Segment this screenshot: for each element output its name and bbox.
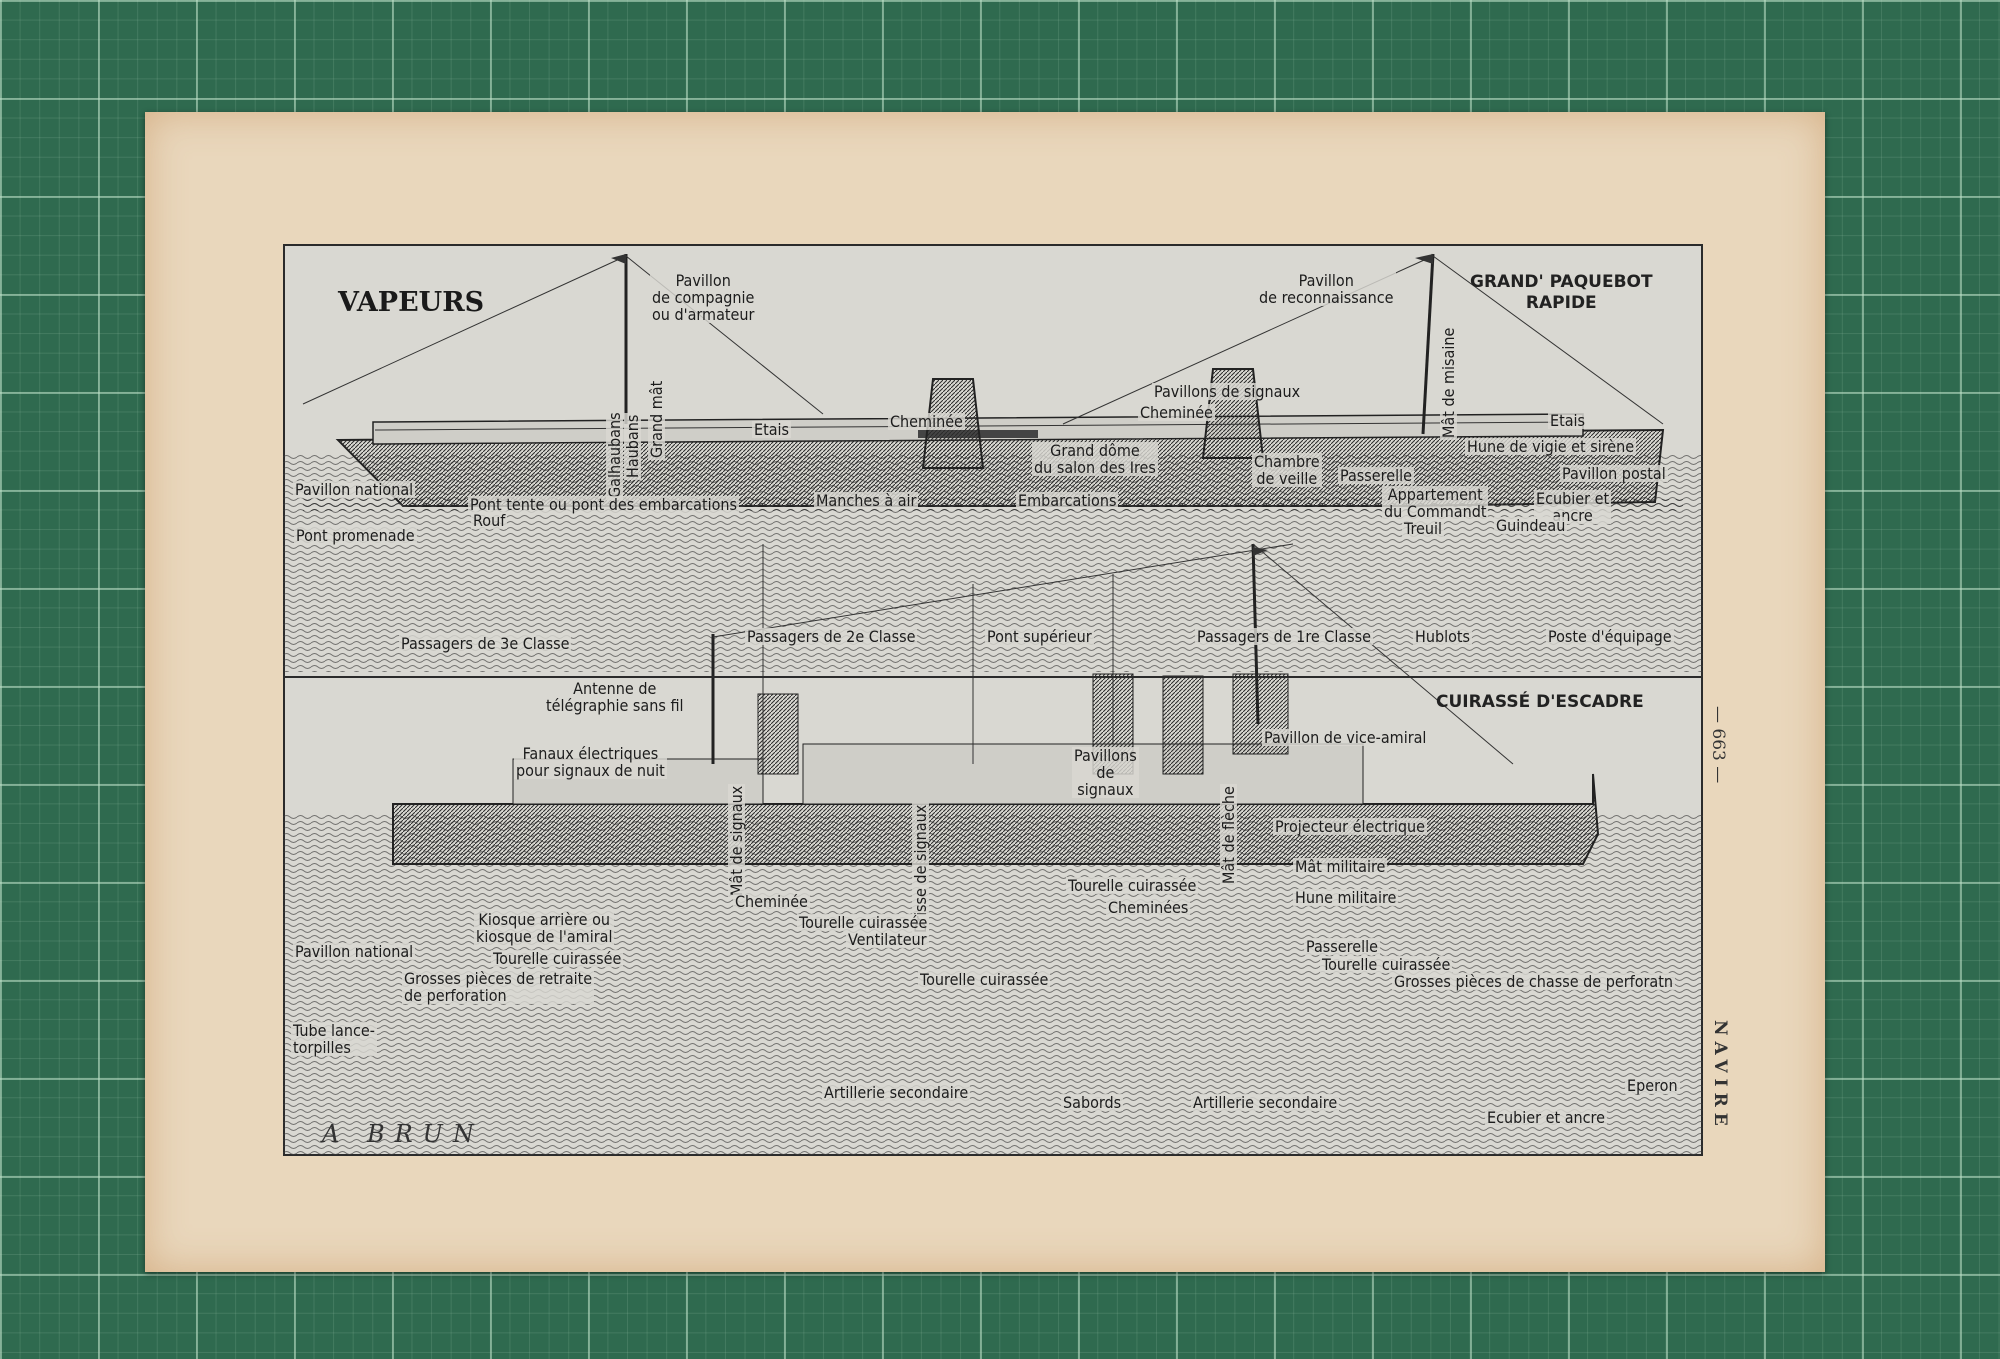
liner-ship xyxy=(283,253,1703,672)
label-tourelle-cuirassee-mid: Tourelle cuirassée xyxy=(797,913,930,932)
section-label: NAVIRE xyxy=(1710,1020,1730,1132)
label-line: Kiosque arrière ou xyxy=(478,910,611,929)
label-tourelle-cuirassee-low: Tourelle cuirassée xyxy=(918,970,1051,989)
label-cheminee-1: Cheminée xyxy=(888,412,965,431)
label-line: signaux xyxy=(1077,780,1134,799)
label-passagers-2: Passagers de 2e Classe xyxy=(745,627,918,646)
label-line: pour signaux de nuit xyxy=(516,761,665,780)
label-artillerie-1: Artillerie secondaire xyxy=(822,1083,971,1102)
label-line: Fanaux électriques xyxy=(522,744,659,763)
label-line: ou d'armateur xyxy=(652,305,755,324)
label-hune-vigie: Hune de vigie et sirène xyxy=(1465,437,1637,456)
label-line: de compagnie xyxy=(652,288,755,307)
label-pont-tente: Pont tente ou pont des embarcations xyxy=(468,495,740,514)
label-guindeau: Guindeau xyxy=(1494,516,1568,535)
label-line: Appartement xyxy=(1387,485,1483,504)
label-grosses-retraite: Grosses pièces de retraite de perforatio… xyxy=(402,969,595,1005)
label-chambre-veille: Chambre de veille xyxy=(1252,453,1322,487)
label-appartement: Appartement du Commandt xyxy=(1382,485,1489,521)
label-passagers-1: Passagers de 1re Classe xyxy=(1195,627,1374,646)
label-haubans: Haubans xyxy=(623,412,642,480)
label-line: de reconnaissance xyxy=(1259,288,1394,307)
label-line: de xyxy=(1096,763,1115,782)
label-fanaux: Fanaux électriques pour signaux de nuit xyxy=(514,745,667,779)
label-hublots: Hublots xyxy=(1413,627,1473,646)
label-grand-mat: Grand mât xyxy=(647,378,666,460)
label-line: du Commandt xyxy=(1384,502,1487,521)
label-ecubier-bs: Ecubier et ancre xyxy=(1485,1108,1607,1127)
label-manches-air: Manches à air xyxy=(814,491,919,510)
label-pont-promenade: Pont promenade xyxy=(294,526,417,545)
label-rouf: Rouf xyxy=(471,511,508,530)
label-kiosque: Kiosque arrière ou kiosque de l'amiral xyxy=(474,910,615,946)
plate-divider xyxy=(283,676,1703,678)
label-pavillon-reconnaissance: Pavillon de reconnaissance xyxy=(1257,272,1396,306)
label-line: Antenne de xyxy=(573,679,657,698)
label-mat-militaire: Mât militaire xyxy=(1293,857,1388,876)
label-treuil: Treuil xyxy=(1402,519,1444,538)
label-tourelle-cuirassee-right: Tourelle cuirassée xyxy=(1320,955,1453,974)
label-galhaubans: Galhaubans xyxy=(605,410,624,500)
liner-title-line2: RAPIDE xyxy=(1525,293,1597,313)
label-pavillon-national-bs: Pavillon national xyxy=(293,942,416,961)
label-mat-signaux: Mât de signaux xyxy=(727,783,746,898)
battleship-title: CUIRASSÉ D'ESCADRE xyxy=(1436,692,1644,712)
page-number: — 663 — xyxy=(1708,706,1728,784)
label-mat-misaine: Mât de misaine xyxy=(1439,325,1458,440)
label-pavillon-compagnie: Pavillon de compagnie ou d'armateur xyxy=(650,271,757,324)
label-line: du salon des Ires xyxy=(1034,458,1156,477)
label-etais-right: Etais xyxy=(1548,411,1588,430)
label-passerelle-bs: Passerelle xyxy=(1304,937,1380,956)
label-tourelle-cuirassee-top: Tourelle cuirassée xyxy=(1066,876,1199,895)
label-line: Pavillons xyxy=(1074,746,1137,765)
label-sabords: Sabords xyxy=(1061,1093,1124,1112)
label-embarcations: Embarcations xyxy=(1016,491,1119,510)
label-line: Tube lance- xyxy=(293,1021,375,1040)
label-line: Grand dôme xyxy=(1050,441,1140,460)
label-pont-superieur: Pont supérieur xyxy=(985,627,1094,646)
label-pavillon-postal: Pavillon postal xyxy=(1560,464,1668,483)
artist-signature: A BRUN xyxy=(322,1120,484,1148)
label-tourelle-cuirassee-left: Tourelle cuirassée xyxy=(491,949,624,968)
label-grand-dome: Grand dôme du salon des Ires xyxy=(1032,442,1158,476)
label-cheminees: Cheminées xyxy=(1106,898,1191,917)
liner-title: GRAND' PAQUEBOT RAPIDE xyxy=(1470,272,1653,314)
label-line: Pavillon xyxy=(1298,271,1354,290)
label-mat-fleche: Mât de flèche xyxy=(1219,784,1238,886)
label-line: Pavillon xyxy=(675,271,731,290)
label-line: Chambre xyxy=(1254,452,1320,471)
label-hune-militaire: Hune militaire xyxy=(1293,888,1399,907)
label-pavillons-signaux: Pavillons de signaux xyxy=(1072,747,1139,798)
label-passerelle: Passerelle xyxy=(1338,466,1414,485)
label-pavillon-vice-amiral: Pavillon de vice-amiral xyxy=(1262,728,1429,747)
label-tube-lance-torpilles: Tube lance- torpilles xyxy=(291,1022,377,1056)
label-ventilateur: Ventilateur xyxy=(846,930,929,949)
label-eperon: Eperon xyxy=(1625,1076,1680,1095)
label-cheminee-2: Cheminée xyxy=(1138,403,1215,422)
label-line: télégraphie sans fil xyxy=(546,696,684,715)
label-pavillons-signaux: Pavillons de signaux xyxy=(1152,382,1303,401)
label-cheminee: Cheminée xyxy=(733,892,810,911)
label-pavillon-national: Pavillon national xyxy=(293,480,416,499)
label-line: de veille xyxy=(1256,469,1318,488)
label-grosses-chasse: Grosses pièces de chasse de perforatn xyxy=(1392,972,1676,991)
label-poste-equipage: Poste d'équipage xyxy=(1546,627,1674,646)
label-artillerie-2: Artillerie secondaire xyxy=(1191,1093,1340,1112)
label-line: torpilles xyxy=(293,1038,351,1057)
label-etais-left: Etais xyxy=(752,420,792,439)
label-line: de perforation xyxy=(404,986,507,1005)
label-line: Ecubier et xyxy=(1536,489,1610,508)
label-passagers-3: Passagers de 3e Classe xyxy=(399,634,572,653)
label-line: Grosses pièces de retraite xyxy=(404,969,593,988)
plate-title-vapeurs: VAPEURS xyxy=(338,287,485,318)
label-projecteur: Projecteur électrique xyxy=(1273,817,1427,836)
label-line: kiosque de l'amiral xyxy=(476,927,613,946)
liner-title-line1: GRAND' PAQUEBOT xyxy=(1470,272,1653,292)
label-antenne: Antenne de télégraphie sans fil xyxy=(544,680,686,714)
